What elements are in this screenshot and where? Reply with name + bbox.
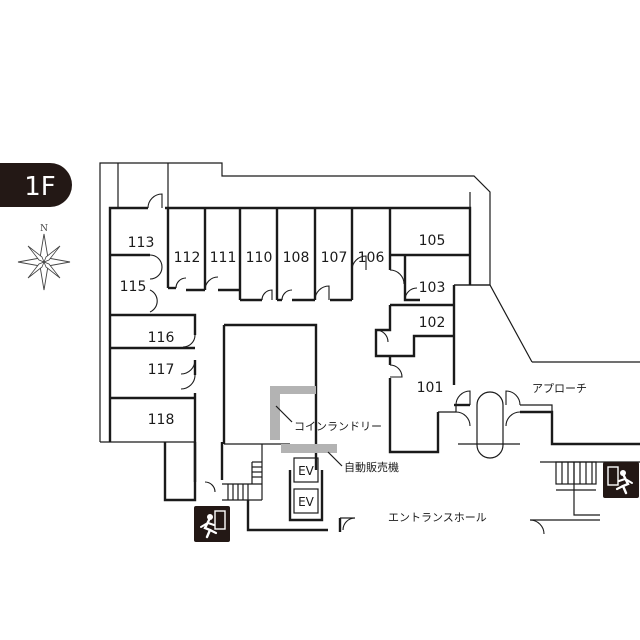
elevator-1-label: EV [298, 464, 315, 478]
compass-rose-icon: N [17, 224, 71, 291]
elevator-2-label: EV [298, 495, 315, 509]
emergency-exit-icon [603, 462, 639, 498]
vending-machine-area [281, 444, 337, 453]
room-108: 108 [283, 250, 310, 266]
building-outline [99, 162, 491, 443]
emergency-exit-icon [194, 506, 230, 542]
entrance-hall-label: エントランスホール [388, 511, 487, 524]
stairs-west [222, 461, 262, 501]
room-118: 118 [148, 412, 175, 428]
coin-laundry-area [270, 386, 316, 440]
coin-laundry-label: コインランドリー [294, 420, 382, 433]
floor-label: 1F [24, 172, 56, 202]
room-117: 117 [148, 362, 175, 378]
room-115: 115 [120, 279, 147, 295]
room-labels: 113 112 111 110 108 107 106 105 103 102 … [120, 233, 446, 428]
room-112: 112 [174, 250, 201, 266]
room-106: 106 [358, 250, 385, 266]
room-111: 111 [210, 250, 237, 266]
stairs-east [555, 461, 597, 491]
approach-label: アプローチ [532, 382, 587, 395]
elevator-2: EV [293, 488, 319, 514]
room-103: 103 [419, 280, 446, 296]
room-102: 102 [419, 315, 446, 331]
room-113: 113 [128, 235, 155, 251]
room-105: 105 [419, 233, 446, 249]
floor-badge: 1F [0, 163, 72, 207]
vending-machine-label: 自動販売機 [344, 460, 399, 474]
room-116: 116 [148, 330, 175, 346]
coin-laundry-leader [275, 405, 293, 423]
doors [147, 193, 553, 535]
vending-machine-leader [327, 451, 343, 467]
room-101: 101 [417, 380, 444, 396]
room-110: 110 [246, 250, 273, 266]
elevator-1: EV [293, 457, 319, 483]
compass-north-label: N [40, 224, 48, 234]
room-107: 107 [321, 250, 348, 266]
